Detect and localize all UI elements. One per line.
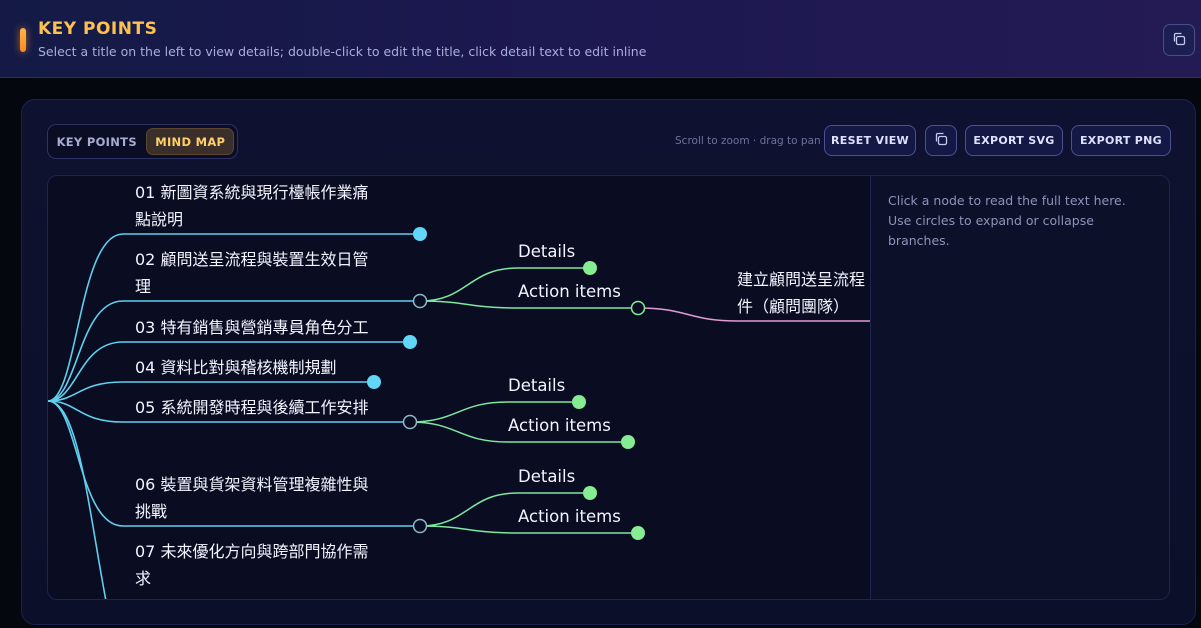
node-dot-03[interactable] — [403, 335, 417, 349]
detail-panel: Click a node to read the full text here.… — [870, 175, 1170, 600]
sub-label-02-actions[interactable]: Action items — [518, 282, 621, 301]
page-header: KEY POINTS Select a title on the left to… — [0, 0, 1201, 78]
copy-icon — [934, 132, 948, 149]
sub-branch-02-actions — [419, 300, 638, 309]
detail-text[interactable]: Click a node to read the full text here.… — [888, 193, 1126, 248]
leaf-branch — [637, 307, 871, 322]
sub-label-05-actions[interactable]: Action items — [508, 416, 611, 435]
node-label-06-line1: 06 裝置與貨架資料管理複雜性與 — [135, 475, 369, 494]
branch-02 — [48, 300, 420, 402]
sub-branch-05-actions — [409, 421, 628, 443]
mind-map-canvas[interactable]: 01 新圖資系統與現行檯帳作業痛 點說明 02 顧問送呈流程與裝置生效日管 理 … — [47, 175, 871, 600]
export-svg-button[interactable]: EXPORT SVG — [965, 125, 1063, 156]
node-label-07[interactable]: 07 未來優化方向與跨部門協作需 求 — [135, 538, 368, 592]
leaf-label-line2: 件（顧問團隊） — [737, 297, 850, 316]
node-label-05[interactable]: 05 系統開發時程與後續工作安排 — [135, 398, 369, 417]
branch-05 — [48, 400, 410, 423]
sub-label-06-actions[interactable]: Action items — [518, 507, 621, 526]
node-label-01-line2: 點說明 — [135, 210, 184, 229]
zoom-hint: Scroll to zoom · drag to pan — [675, 135, 821, 147]
node-label-02[interactable]: 02 顧問送呈流程與裝置生效日管 理 — [135, 246, 368, 300]
branch-04 — [48, 381, 374, 402]
node-label-03[interactable]: 03 特有銷售與營銷專員角色分工 — [135, 318, 369, 337]
copy-icon — [1172, 31, 1186, 50]
sub-dot-05-actions[interactable] — [621, 435, 635, 449]
node-label-01[interactable]: 01 新圖資系統與現行檯帳作業痛 點說明 — [135, 179, 368, 233]
node-dot-01[interactable] — [413, 227, 427, 241]
reset-view-button[interactable]: RESET VIEW — [824, 125, 916, 156]
node-label-02-line1: 02 顧問送呈流程與裝置生效日管 — [135, 250, 369, 269]
page-subtitle: Select a title on the left to view detai… — [38, 44, 647, 59]
node-label-07-line2: 求 — [135, 569, 152, 588]
node-label-01-line1: 01 新圖資系統與現行檯帳作業痛 — [135, 183, 369, 202]
branch-07 — [48, 400, 107, 599]
sub-label-06-details[interactable]: Details — [518, 467, 576, 486]
node-toggle-05[interactable] — [402, 414, 418, 430]
sub-branch-02-details — [419, 267, 590, 302]
node-label-06[interactable]: 06 裝置與貨架資料管理複雜性與 挑戰 — [135, 471, 368, 525]
branch-03 — [48, 341, 410, 402]
sub-branch-06-actions — [419, 525, 638, 534]
sub-branch-05-details — [409, 401, 579, 423]
sub-dot-05-details[interactable] — [572, 395, 586, 409]
mind-map-panel: KEY POINTS MIND MAP Scroll to zoom · dra… — [21, 99, 1196, 625]
tab-key-points[interactable]: KEY POINTS — [56, 134, 137, 149]
sub-branches — [409, 267, 638, 534]
leaf-label[interactable]: 建立顧問送呈流程 件（顧問團隊） — [737, 266, 865, 320]
sub-dot-02-details[interactable] — [583, 261, 597, 275]
sub-dot-06-actions[interactable] — [631, 526, 645, 540]
page-title: KEY POINTS — [38, 19, 158, 39]
copy-map-button[interactable] — [925, 125, 957, 156]
sub-branch-06-details — [419, 492, 590, 527]
leaf-label-line1: 建立顧問送呈流程 — [737, 270, 866, 289]
sub-dot-06-details[interactable] — [583, 486, 597, 500]
copy-button[interactable] — [1163, 24, 1195, 56]
node-toggle-02[interactable] — [412, 293, 428, 309]
node-label-06-line2: 挑戰 — [135, 502, 168, 521]
node-toggle-06[interactable] — [412, 518, 428, 534]
view-toggle: KEY POINTS MIND MAP — [47, 124, 238, 159]
accent-bar — [20, 28, 26, 52]
main-branches — [48, 233, 420, 599]
node-dot-04[interactable] — [367, 375, 381, 389]
node-label-04[interactable]: 04 資料比對與稽核機制規劃 — [135, 358, 337, 377]
sub-label-05-details[interactable]: Details — [508, 376, 566, 395]
sub-label-02-details[interactable]: Details — [518, 242, 576, 261]
node-label-02-line2: 理 — [135, 277, 152, 296]
node-label-07-line1: 07 未來優化方向與跨部門協作需 — [135, 542, 369, 561]
sub-toggle-02-actions[interactable] — [630, 300, 646, 316]
tab-mind-map[interactable]: MIND MAP — [146, 128, 234, 155]
branch-01 — [48, 233, 420, 402]
mind-map-svg — [48, 227, 871, 599]
export-png-button[interactable]: EXPORT PNG — [1071, 125, 1171, 156]
